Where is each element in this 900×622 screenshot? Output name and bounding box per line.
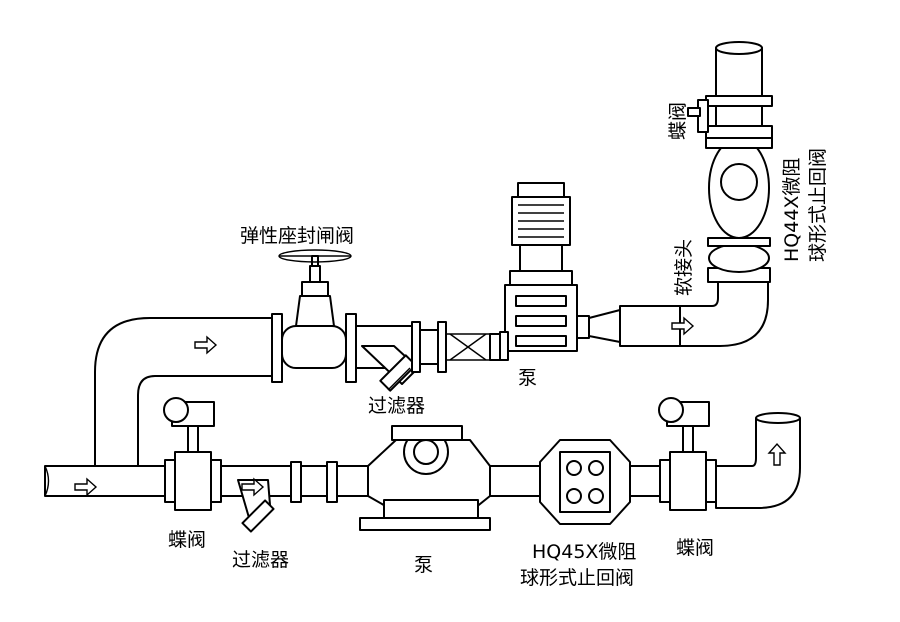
bottom-left-butterfly-valve [163, 397, 222, 511]
top-butterfly-valve [687, 95, 773, 139]
label-pump-top: 泵 [518, 367, 537, 389]
soft-joint [707, 237, 771, 283]
labels: 弹性座封闸阀 过滤器 泵 蝶阀 软接头 HQ44X微阻 球形式止回阀 蝶阀 过滤… [168, 102, 829, 589]
label-strainer-bottom: 过滤器 [232, 549, 289, 571]
bottom-riser-elbow [715, 412, 801, 509]
bottom-pipe-pump-to-check [489, 465, 541, 497]
flow-arrows [74, 316, 787, 497]
bottom-right-butterfly-valve [658, 397, 717, 511]
horizontal-pump [359, 425, 491, 531]
flow-arrow-top-reducer-icon [671, 316, 695, 336]
flow-arrow-bottom-strainer-icon [241, 477, 265, 497]
flow-arrow-bottom-riser-icon [767, 442, 787, 466]
label-gate-valve: 弹性座封闸阀 [240, 225, 354, 247]
bottom-flanged-connector [290, 461, 371, 503]
top-check-valve [705, 137, 773, 239]
vertical-pump [499, 182, 578, 361]
bottom-pipe-check-to-butterfly [629, 465, 661, 497]
top-outlet-pipe [715, 41, 763, 97]
label-check-top-line1: HQ44X微阻 [781, 158, 803, 262]
bottom-inlet-pipe [44, 465, 166, 497]
flow-arrow-top-left-icon [194, 335, 218, 355]
label-butterfly-right: 蝶阀 [676, 537, 714, 559]
label-strainer-top: 过滤器 [368, 395, 425, 417]
top-right-pipe-bend [679, 281, 769, 347]
label-butterfly-top: 蝶阀 [667, 102, 689, 140]
label-check-top-line2: 球形式止回阀 [807, 148, 829, 262]
top-reducer [576, 305, 681, 347]
label-butterfly-left: 蝶阀 [168, 529, 206, 551]
top-flanged-connector [411, 321, 501, 373]
label-pump-bottom: 泵 [414, 554, 433, 576]
bottom-strainer [237, 479, 275, 533]
gate-valve [271, 249, 357, 383]
bottom-check-valve [539, 439, 631, 525]
top-pipe-bend [94, 317, 273, 467]
label-soft-joint: 软接头 [673, 239, 695, 296]
flow-arrow-inlet-icon [74, 477, 98, 497]
label-check-bottom-line2: 球形式止回阀 [520, 567, 634, 589]
label-check-bottom-line1: HQ45X微阻 [532, 541, 636, 563]
